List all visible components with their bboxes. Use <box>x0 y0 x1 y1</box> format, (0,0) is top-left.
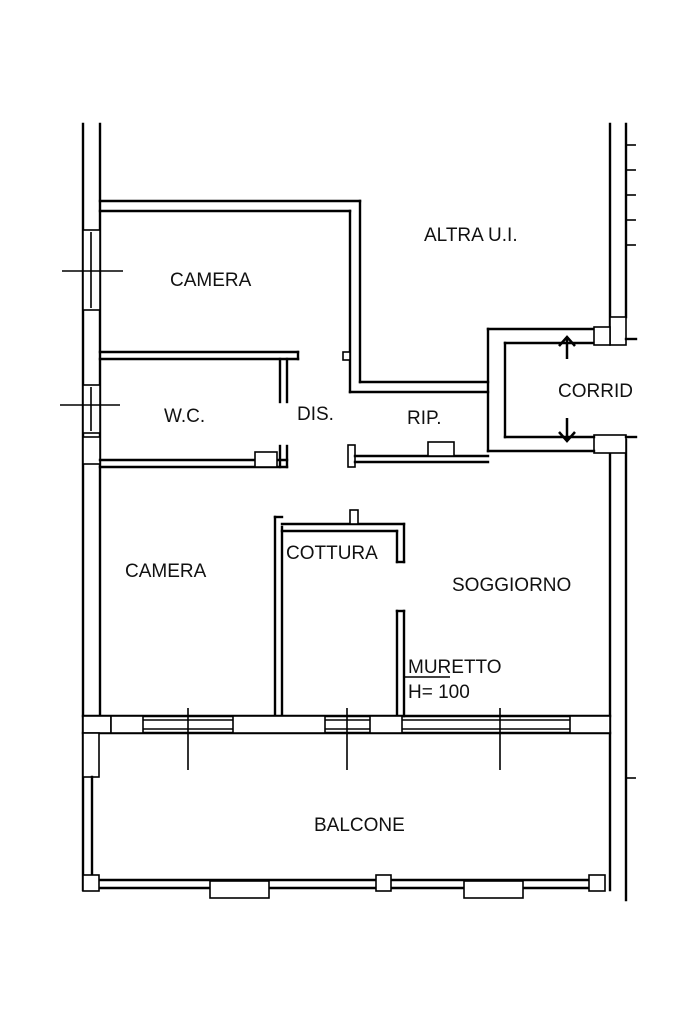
lower-interior-walls <box>273 509 406 718</box>
room-label-soggiorno: SOGGIORNO <box>452 575 572 596</box>
room-label-dis: DIS. <box>297 404 334 425</box>
balcony-railing <box>82 775 606 899</box>
arrow-up-icon <box>558 335 576 359</box>
room-label-wc: W.C. <box>164 406 206 427</box>
right-walls <box>593 122 636 902</box>
room-label-cottura: COTTURA <box>286 543 378 564</box>
label-muretto-height: H= 100 <box>408 682 470 703</box>
label-muretto: MURETTO <box>408 657 502 678</box>
room-label-balcone: BALCONE <box>314 815 405 836</box>
wc-walls <box>98 350 300 469</box>
balcony-facade <box>81 708 612 778</box>
room-label-camera-top: CAMERA <box>170 270 252 291</box>
room-label-camera-bottom: CAMERA <box>125 561 207 582</box>
room-label-corridoio: CORRID <box>558 381 633 402</box>
corridor-walls <box>486 326 638 453</box>
dis-rip-walls <box>342 351 490 468</box>
top-interior-walls <box>98 199 490 394</box>
arrow-down-icon <box>558 418 576 443</box>
room-label-altra-ui: ALTRA U.I. <box>424 225 518 246</box>
room-label-rip: RIP. <box>407 408 442 429</box>
